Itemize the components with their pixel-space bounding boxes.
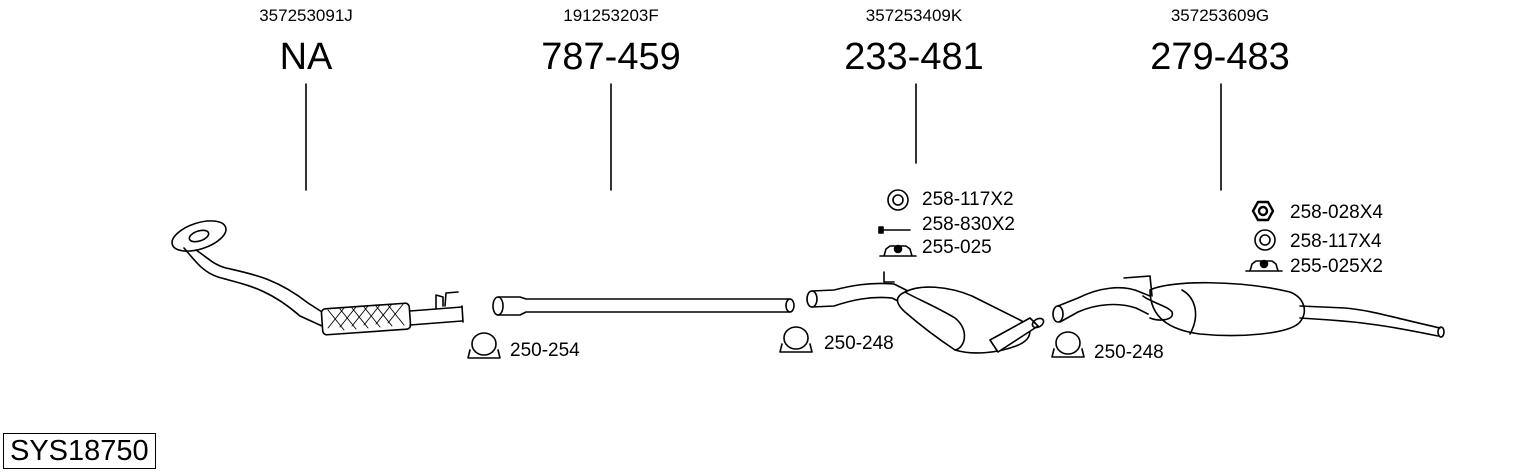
part-number-3: 233-481 bbox=[844, 36, 984, 78]
ring-icon bbox=[887, 189, 909, 211]
front-pipe bbox=[171, 220, 464, 336]
clamp-label: 250-248 bbox=[824, 333, 894, 354]
oem-number-3: 357253409K bbox=[865, 6, 963, 25]
oem-number-2: 191253203F bbox=[563, 6, 659, 25]
clamp-icon-2 bbox=[779, 326, 813, 353]
clamp-label: 250-254 bbox=[510, 340, 580, 361]
oem-number-1: 357253091J bbox=[259, 6, 353, 25]
clamp-icon-1 bbox=[467, 332, 501, 359]
hanger-icon bbox=[1245, 259, 1283, 272]
clamp-icon-3 bbox=[1051, 331, 1085, 358]
hex-nut-icon bbox=[1251, 200, 1275, 222]
fitting-label: 255-025 bbox=[922, 237, 992, 258]
center-muffler bbox=[806, 271, 1045, 354]
hanger-icon bbox=[879, 244, 917, 257]
system-code: SYS18750 bbox=[3, 433, 156, 469]
part-number-4: 279-483 bbox=[1150, 36, 1290, 78]
middle-pipe bbox=[492, 296, 795, 316]
ring-icon bbox=[1254, 229, 1276, 251]
fitting-label: 258-028X4 bbox=[1290, 202, 1383, 223]
part-number-1: NA bbox=[279, 36, 333, 78]
part-number-2: 787-459 bbox=[541, 36, 681, 78]
rear-muffler bbox=[1052, 275, 1445, 338]
bolt-icon bbox=[878, 226, 911, 234]
fitting-label: 258-830X2 bbox=[922, 214, 1015, 235]
fitting-label: 258-117X4 bbox=[1290, 231, 1382, 252]
fitting-label: 258-117X2 bbox=[922, 189, 1014, 210]
fitting-label: 255-025X2 bbox=[1290, 256, 1383, 277]
oem-number-4: 357253609G bbox=[1170, 6, 1270, 25]
clamp-label: 250-248 bbox=[1094, 342, 1164, 363]
